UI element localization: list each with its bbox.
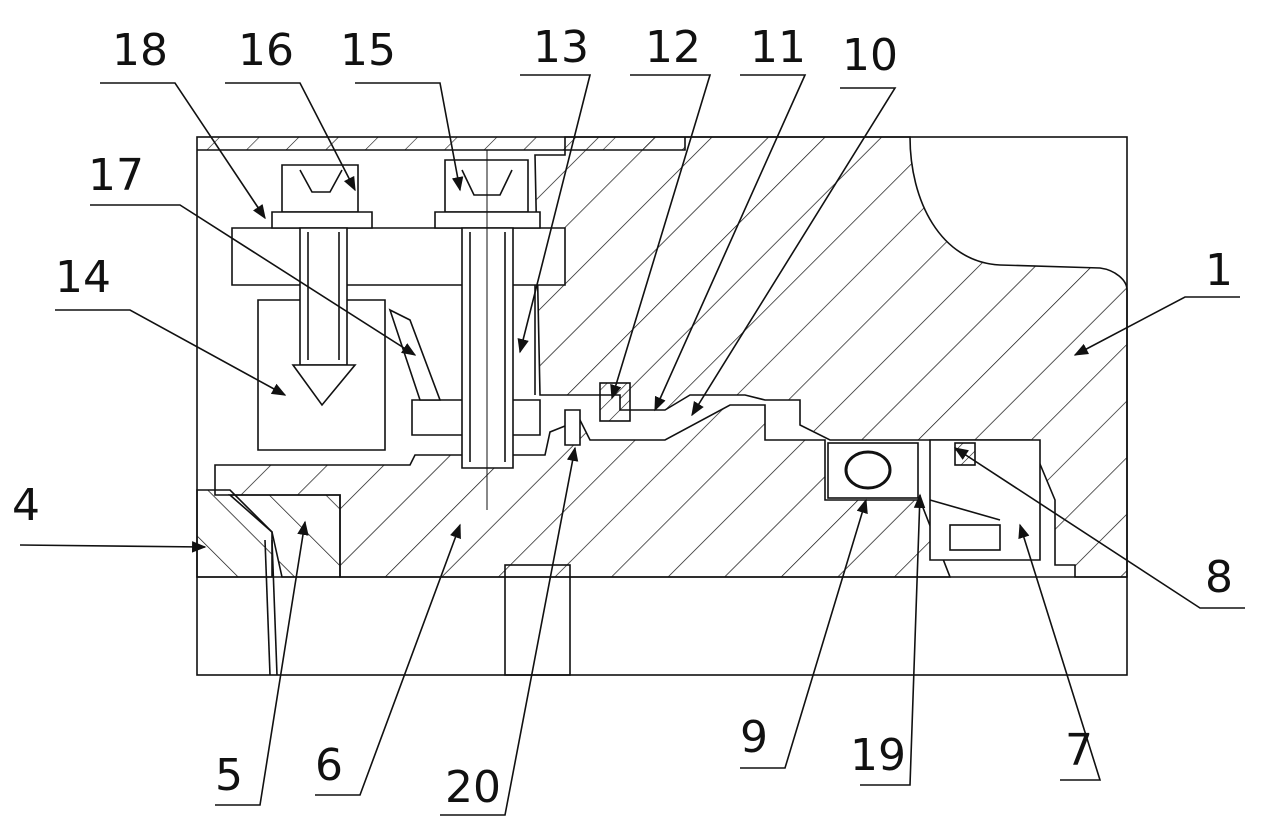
label-9: 9 xyxy=(740,712,768,763)
label-13: 13 xyxy=(533,22,589,73)
label-19: 19 xyxy=(850,730,906,781)
label-10: 10 xyxy=(842,30,898,81)
label-4: 4 xyxy=(12,480,40,531)
label-18: 18 xyxy=(112,25,168,76)
label-17: 17 xyxy=(88,150,144,201)
label-12: 12 xyxy=(645,22,701,73)
label-5: 5 xyxy=(215,750,243,801)
label-8: 8 xyxy=(1205,552,1233,603)
label-6: 6 xyxy=(315,740,343,791)
label-1: 1 xyxy=(1205,245,1233,296)
part-9-ring xyxy=(846,452,890,488)
label-20: 20 xyxy=(445,762,501,813)
label-7: 7 xyxy=(1065,725,1093,776)
label-15: 15 xyxy=(340,25,396,76)
label-11: 11 xyxy=(750,22,806,73)
part-20 xyxy=(565,410,580,445)
label-14: 14 xyxy=(55,252,111,303)
label-16: 16 xyxy=(238,25,294,76)
